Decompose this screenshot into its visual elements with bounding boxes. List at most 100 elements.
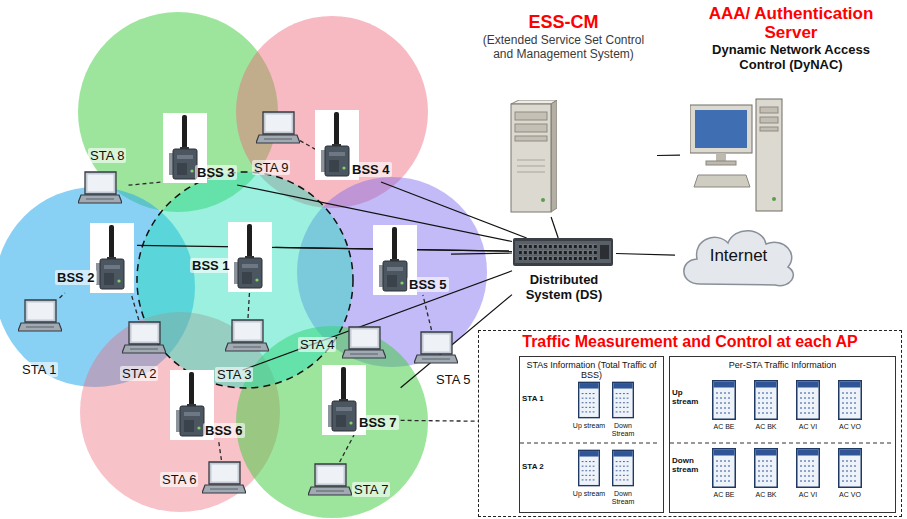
server-icon (505, 100, 557, 215)
wired-link (616, 254, 675, 256)
table-label: STA 1 (522, 394, 562, 403)
ap-icon (228, 222, 272, 292)
laptop-icon (18, 300, 62, 331)
queue-icon (579, 450, 600, 485)
node-label: BSS 1 (190, 258, 232, 273)
row-separator (520, 443, 660, 444)
laptop-icon (122, 320, 166, 356)
server-node: AAA/ Authentication ServerDynamic Networ… (680, 4, 902, 216)
queue-icon (613, 382, 634, 417)
queue-icon (713, 381, 736, 420)
station-node: STA 2 (118, 320, 168, 383)
label-slot: AC VI (788, 423, 828, 431)
table-label: Down Stream (606, 422, 640, 438)
internet-cloud: Internet (675, 222, 802, 292)
table-label: AC VI (788, 491, 828, 499)
wireless-link (219, 440, 222, 460)
node-label: STA 2 (120, 366, 158, 381)
node-label: Traffic Measurement and Control at each … (483, 332, 897, 351)
laptop-icon (202, 462, 246, 493)
table-label: Up stream (572, 490, 606, 498)
label-slot: Down Stream (606, 490, 640, 506)
laptop-icon (225, 320, 269, 351)
table-label: AC BK (746, 423, 786, 431)
server-node: ESS-CM(Extended Service Set Control and … (470, 12, 657, 217)
laptop-icon (202, 460, 246, 496)
wireless-link (131, 293, 139, 320)
table-label: Down stream (672, 456, 706, 474)
laptop-icon (225, 318, 269, 354)
node-label: STA 4 (298, 337, 336, 352)
table-label: AC BE (704, 423, 744, 431)
queue-icon (797, 449, 820, 488)
label-slot: Up stream (672, 388, 702, 406)
station-node: STA 7 (308, 462, 400, 512)
wired-link (451, 253, 512, 254)
switch-node: Distributed System (DS) (512, 238, 616, 313)
node-label: STA 9 (252, 160, 290, 175)
laptop-icon (342, 325, 386, 361)
table-label: AC BE (704, 491, 744, 499)
label-slot: Up stream (572, 422, 606, 430)
label-slot: AC VO (830, 423, 870, 431)
station-node: STA 9 (250, 110, 300, 178)
station-node: STA 1 (18, 298, 66, 380)
node-subtitle: Dynamic Network Access Control (DyNAC) (680, 42, 902, 72)
access-point: BSS 4 (315, 110, 394, 182)
label-slot: AC BE (704, 491, 744, 499)
queue-icon (839, 381, 862, 420)
laptop-icon (18, 298, 62, 334)
node-label: STA 8 (88, 148, 126, 163)
node-label: Per-STA Traffic Information (670, 360, 895, 370)
wired-link (551, 217, 558, 238)
table-label: AC BK (746, 491, 786, 499)
label-slot: Down stream (672, 456, 706, 474)
queue-icon (797, 381, 820, 420)
ap-icon (90, 223, 134, 293)
wireless-link (129, 182, 164, 185)
label-slot: AC BE (704, 423, 744, 431)
info-panel: STAs Information (Total Traffic of BSS) (519, 356, 664, 513)
node-label: BSS 5 (407, 277, 449, 292)
node-subtitle: (Extended Service Set Control and Manage… (470, 33, 657, 61)
label-slot: AC VI (788, 491, 828, 499)
table-label: AC VO (830, 423, 870, 431)
node-label: BSS 2 (55, 270, 97, 285)
queue-icon (713, 449, 736, 488)
coverage-areas (0, 12, 487, 518)
wireless-link (60, 293, 65, 298)
table-label: Up stream (572, 422, 606, 430)
wireless-link (300, 141, 315, 150)
traffic-icons (520, 381, 892, 488)
laptop-icon (414, 330, 458, 366)
access-point: BSS 1 (190, 222, 275, 292)
pc-icon (690, 95, 785, 215)
table-label: AC VO (830, 491, 870, 499)
queue-icon (839, 449, 862, 488)
station-node: STA 6 (160, 460, 250, 505)
server-icon (511, 100, 557, 212)
station-node: STA 4 (298, 325, 386, 367)
access-point: BSS 5 (373, 225, 451, 295)
laptop-icon (78, 170, 122, 206)
info-panel: Per-STA Traffic Information (669, 356, 896, 513)
queue-icon (579, 382, 600, 417)
coverage-circle-dashed (137, 172, 353, 388)
access-point: BSS 2 (55, 223, 137, 293)
laptop-icon (414, 332, 458, 363)
laptop-icon (308, 464, 352, 495)
wireless-link (340, 435, 354, 462)
node-label: ESS-CM (470, 12, 657, 33)
queue-icon (755, 449, 778, 488)
wired-link (657, 155, 680, 157)
label-slot: AC BK (746, 423, 786, 431)
laptop-icon (308, 462, 352, 498)
table-label: Down Stream (606, 490, 640, 506)
node-label: Distributed System (DS) (512, 272, 616, 302)
switch-icon (513, 238, 613, 266)
node-label: BSS 4 (350, 162, 392, 177)
station-node: STA 8 (78, 148, 128, 213)
node-label: STA 5 (434, 372, 472, 387)
node-label: AAA/ Authentication Server (680, 4, 902, 42)
access-point: BSS 3 (163, 113, 239, 185)
